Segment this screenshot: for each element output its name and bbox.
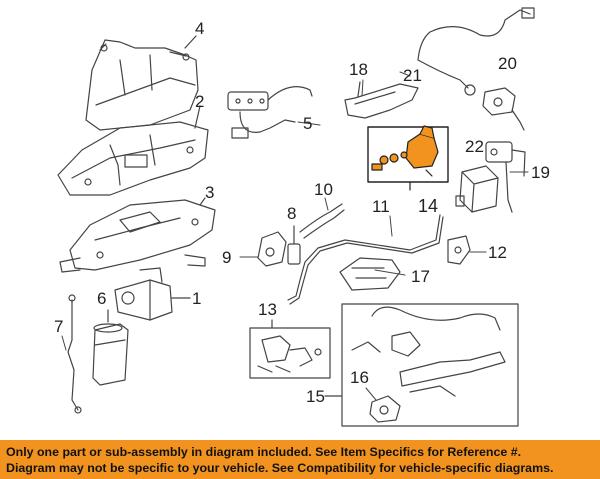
callout-15: 15 xyxy=(306,387,325,406)
disclaimer-line-1: Only one part or sub-assembly in diagram… xyxy=(6,445,522,459)
disclaimer-banner: Only one part or sub-assembly in diagram… xyxy=(0,440,600,479)
part-20-sensor xyxy=(482,87,525,131)
part-1-compressor xyxy=(114,267,191,321)
diagram-drawing xyxy=(57,7,535,427)
callout-18: 18 xyxy=(349,60,368,79)
callout-16: 16 xyxy=(350,368,369,387)
part-22-module xyxy=(455,165,499,213)
callout-9: 9 xyxy=(222,248,232,267)
callout-13: 13 xyxy=(258,300,277,319)
part-9-valve xyxy=(257,231,287,267)
part-4-cover xyxy=(85,35,199,131)
callout-21: 21 xyxy=(403,66,422,85)
callout-8: 8 xyxy=(287,204,297,223)
part-19-sensor xyxy=(485,141,526,213)
callout-4: 4 xyxy=(195,19,205,38)
callout-22: 22 xyxy=(465,137,484,156)
leader-lines xyxy=(61,71,529,401)
part-2-tray xyxy=(57,105,209,196)
callout-10: 10 xyxy=(314,180,333,199)
part-21-tube xyxy=(417,7,535,96)
part-17-bracket xyxy=(339,257,401,291)
part-3-plate xyxy=(59,197,216,273)
callout-7: 7 xyxy=(54,317,64,336)
part-12-clamp xyxy=(447,235,471,265)
callout-11: 11 xyxy=(372,197,390,216)
part-14-valve-highlighted xyxy=(367,125,449,191)
disclaimer-line-2: Diagram may not be specific to your vehi… xyxy=(6,461,554,475)
callout-14: 14 xyxy=(418,196,439,216)
callout-5: 5 xyxy=(303,114,313,133)
callout-1: 1 xyxy=(192,289,202,308)
callout-20: 20 xyxy=(498,54,517,73)
part-10-hose xyxy=(299,203,345,239)
callout-2: 2 xyxy=(195,92,205,111)
part-11-tube xyxy=(287,214,444,305)
part-13-kit-box xyxy=(249,319,331,379)
callout-19: 19 xyxy=(531,163,550,182)
callout-6: 6 xyxy=(97,289,107,308)
part-7-line xyxy=(67,294,82,414)
part-15-kit-box xyxy=(324,303,519,427)
callout-3: 3 xyxy=(205,183,215,202)
callout-17: 17 xyxy=(411,267,430,286)
part-18-bracket xyxy=(344,81,419,119)
part-6-pump xyxy=(92,309,129,386)
parts-diagram: 1 2 3 4 5 6 7 8 9 10 11 12 13 14 15 16 1… xyxy=(54,7,550,427)
part-8-fitting xyxy=(287,225,301,265)
callout-12: 12 xyxy=(488,243,507,262)
part-5-harness xyxy=(227,86,313,139)
